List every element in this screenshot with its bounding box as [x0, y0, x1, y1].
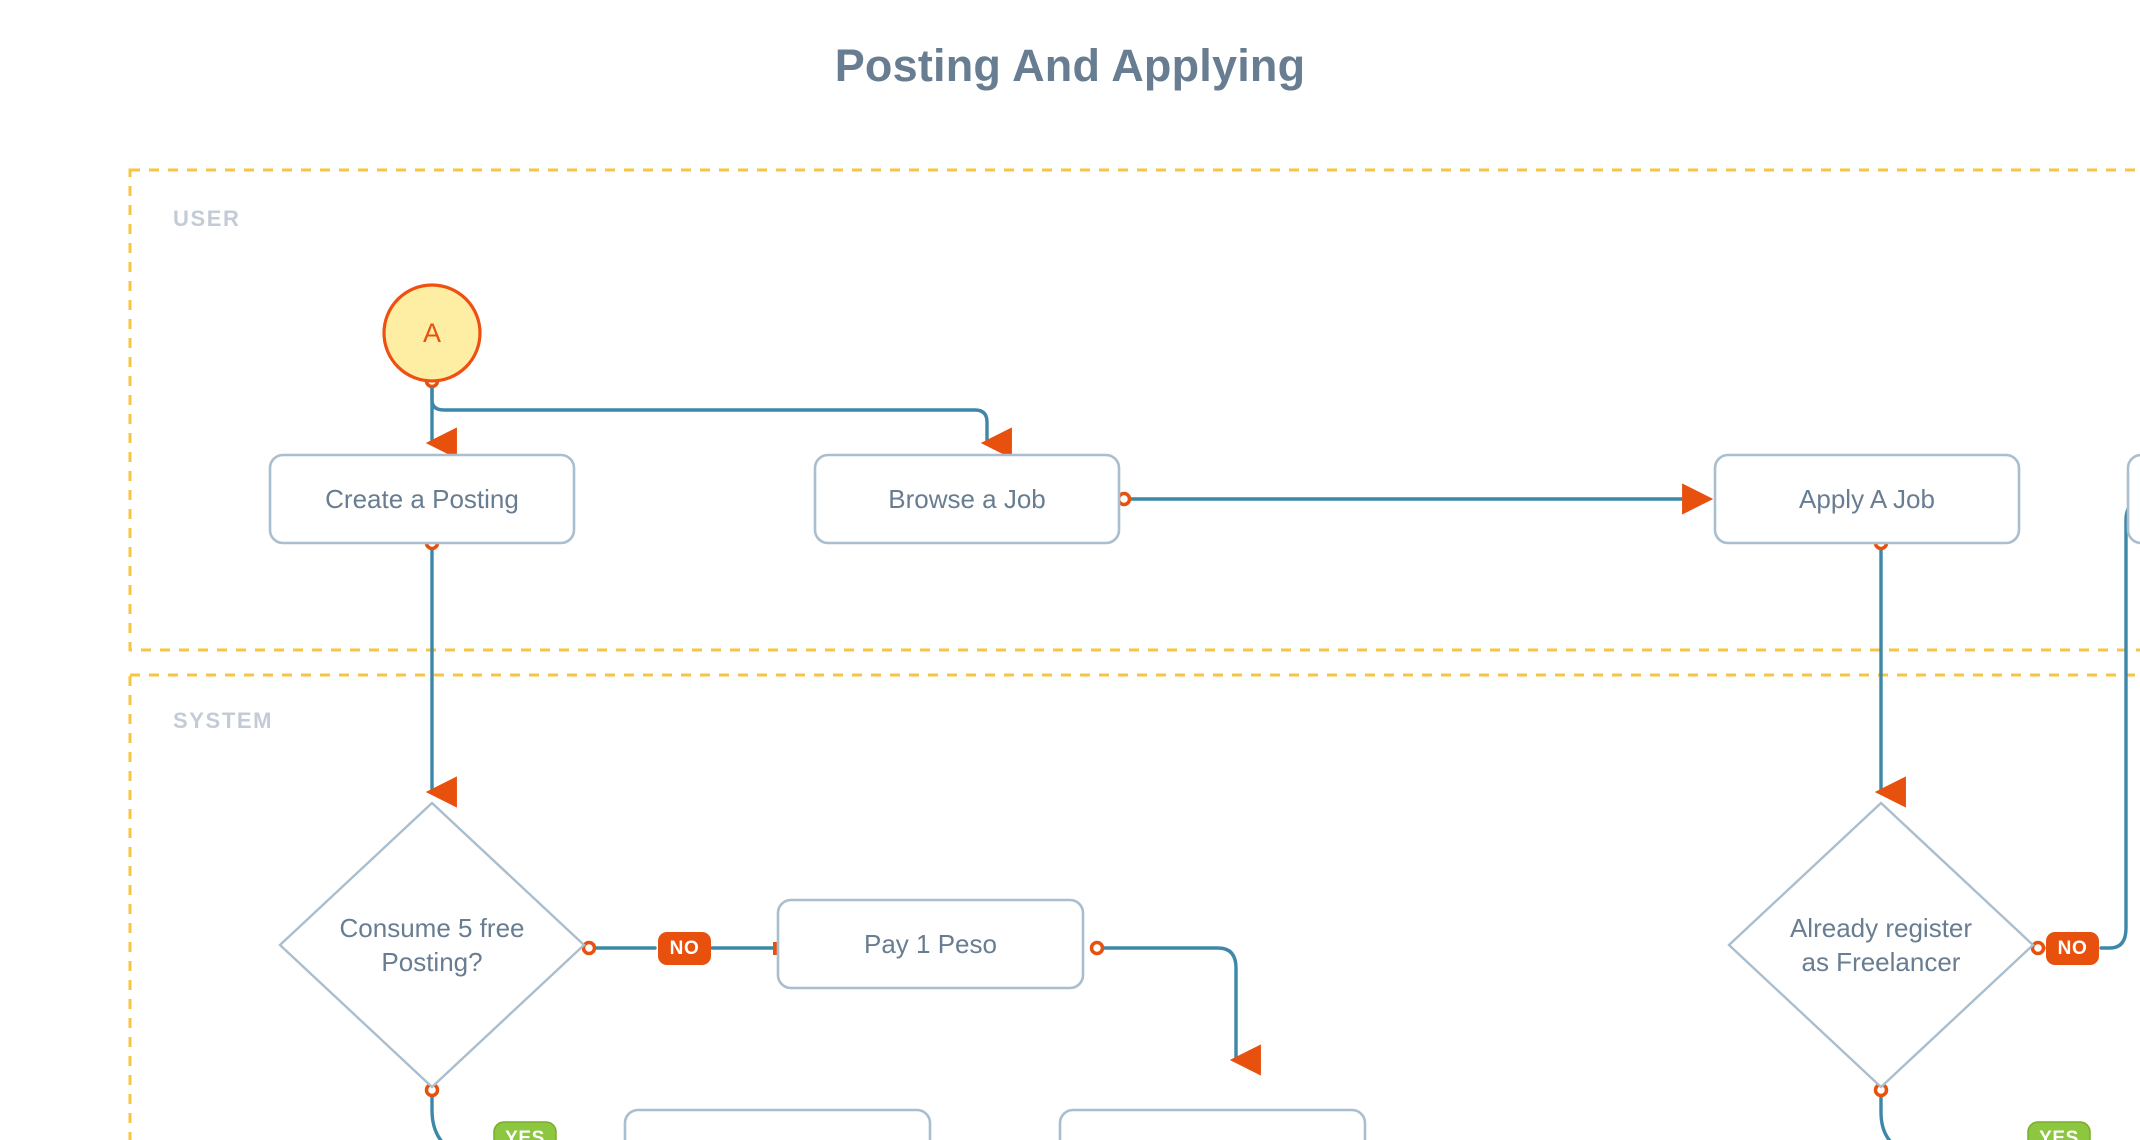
node-already-register-freelancer[interactable] [1727, 801, 2035, 1089]
node-right-offscreen-box[interactable] [2126, 453, 2140, 545]
badge-no-consume-posting [658, 932, 711, 965]
node-consume-free-posting[interactable] [278, 801, 586, 1089]
node-bottom-box-right[interactable] [1058, 1108, 1367, 1140]
node-pay-1-peso[interactable] [776, 898, 1085, 990]
node-browse-job[interactable] [813, 453, 1121, 545]
badge-no-already-register [2046, 932, 2099, 965]
connector-consume-yes-down [430, 1088, 443, 1140]
swimlane-label-system: SYSTEM [173, 708, 274, 733]
swimlane-system [128, 673, 2140, 1140]
page-title: Posting And Applying [834, 40, 1306, 91]
swimlane-user [128, 168, 2140, 652]
connector-pay-to-bottom-right [1095, 946, 1261, 1076]
badge-yes-already-register [2027, 1121, 2091, 1140]
badge-yes-consume-posting [493, 1121, 557, 1140]
node-bottom-box-left[interactable] [623, 1108, 932, 1140]
node-start-a[interactable] [382, 283, 482, 383]
connector-register-yes-down [1879, 1088, 1892, 1140]
connector-register-no-loop-right [2099, 498, 2140, 950]
node-apply-job[interactable] [1713, 453, 2021, 545]
connector-start-to-browse-job [430, 379, 1012, 459]
swimlane-label-user: USER [173, 206, 241, 231]
node-create-posting[interactable] [268, 453, 576, 545]
